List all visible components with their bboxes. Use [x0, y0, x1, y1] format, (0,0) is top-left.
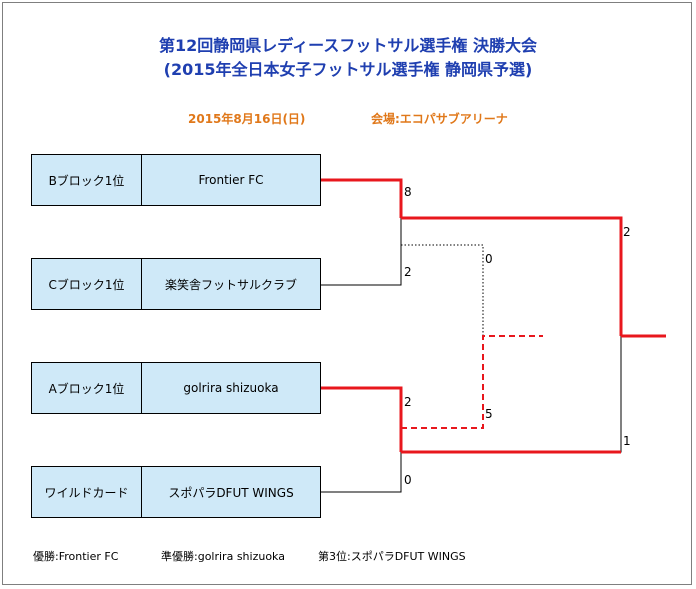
sf2-winner-line [321, 386, 403, 452]
sf2-loser-line [321, 452, 402, 493]
score-final-top: 2 [623, 225, 631, 239]
team-seed: Cブロック1位 [32, 259, 142, 309]
event-date: 2015年8月16日(日) [188, 112, 306, 126]
result-winner: 優勝:Frontier FC [33, 550, 119, 563]
team-box-3: Aブロック1位 golrira shizuoka [31, 362, 321, 414]
tournament-subtitle: (2015年全日本女子フットサル選手権 静岡県予選) [163, 60, 533, 79]
team-box-1: Bブロック1位 Frontier FC [31, 154, 321, 206]
score-sf1-top: 8 [404, 185, 412, 199]
sf1-loser-line [321, 218, 402, 286]
result-runner-up: 準優勝:golrira shizuoka [161, 550, 285, 563]
team-seed: Bブロック1位 [32, 155, 142, 205]
team-name: スポパラDFUT WINGS [168, 485, 294, 500]
score-sf2-bottom: 0 [404, 473, 412, 487]
sf1-winner-line [321, 178, 403, 218]
score-third-top: 0 [485, 252, 493, 266]
result-third: 第3位:スポパラDFUT WINGS [318, 550, 466, 563]
event-venue: 会場:エコパサブアリーナ [371, 112, 508, 126]
team-name: Frontier FC [198, 173, 264, 187]
team-seed: ワイルドカード [32, 467, 142, 517]
score-sf2-top: 2 [404, 395, 412, 409]
team-name: golrira shizuoka [183, 381, 279, 395]
third-bottom-line [401, 335, 543, 429]
score-third-bottom: 5 [485, 407, 493, 421]
final-bottom-line [401, 336, 622, 453]
third-top-line [401, 244, 484, 336]
score-sf1-bottom: 2 [404, 265, 412, 279]
tournament-title: 第12回静岡県レディースフットサル選手権 決勝大会 [159, 36, 537, 55]
team-name: 楽笑舎フットサルクラブ [164, 277, 297, 292]
team-seed: Aブロック1位 [32, 363, 142, 413]
team-box-4: ワイルドカード スポパラDFUT WINGS [31, 466, 321, 518]
team-box-2: Cブロック1位 楽笑舎フットサルクラブ [31, 258, 321, 310]
final-top-line [401, 216, 623, 336]
score-final-bottom: 1 [623, 434, 631, 448]
